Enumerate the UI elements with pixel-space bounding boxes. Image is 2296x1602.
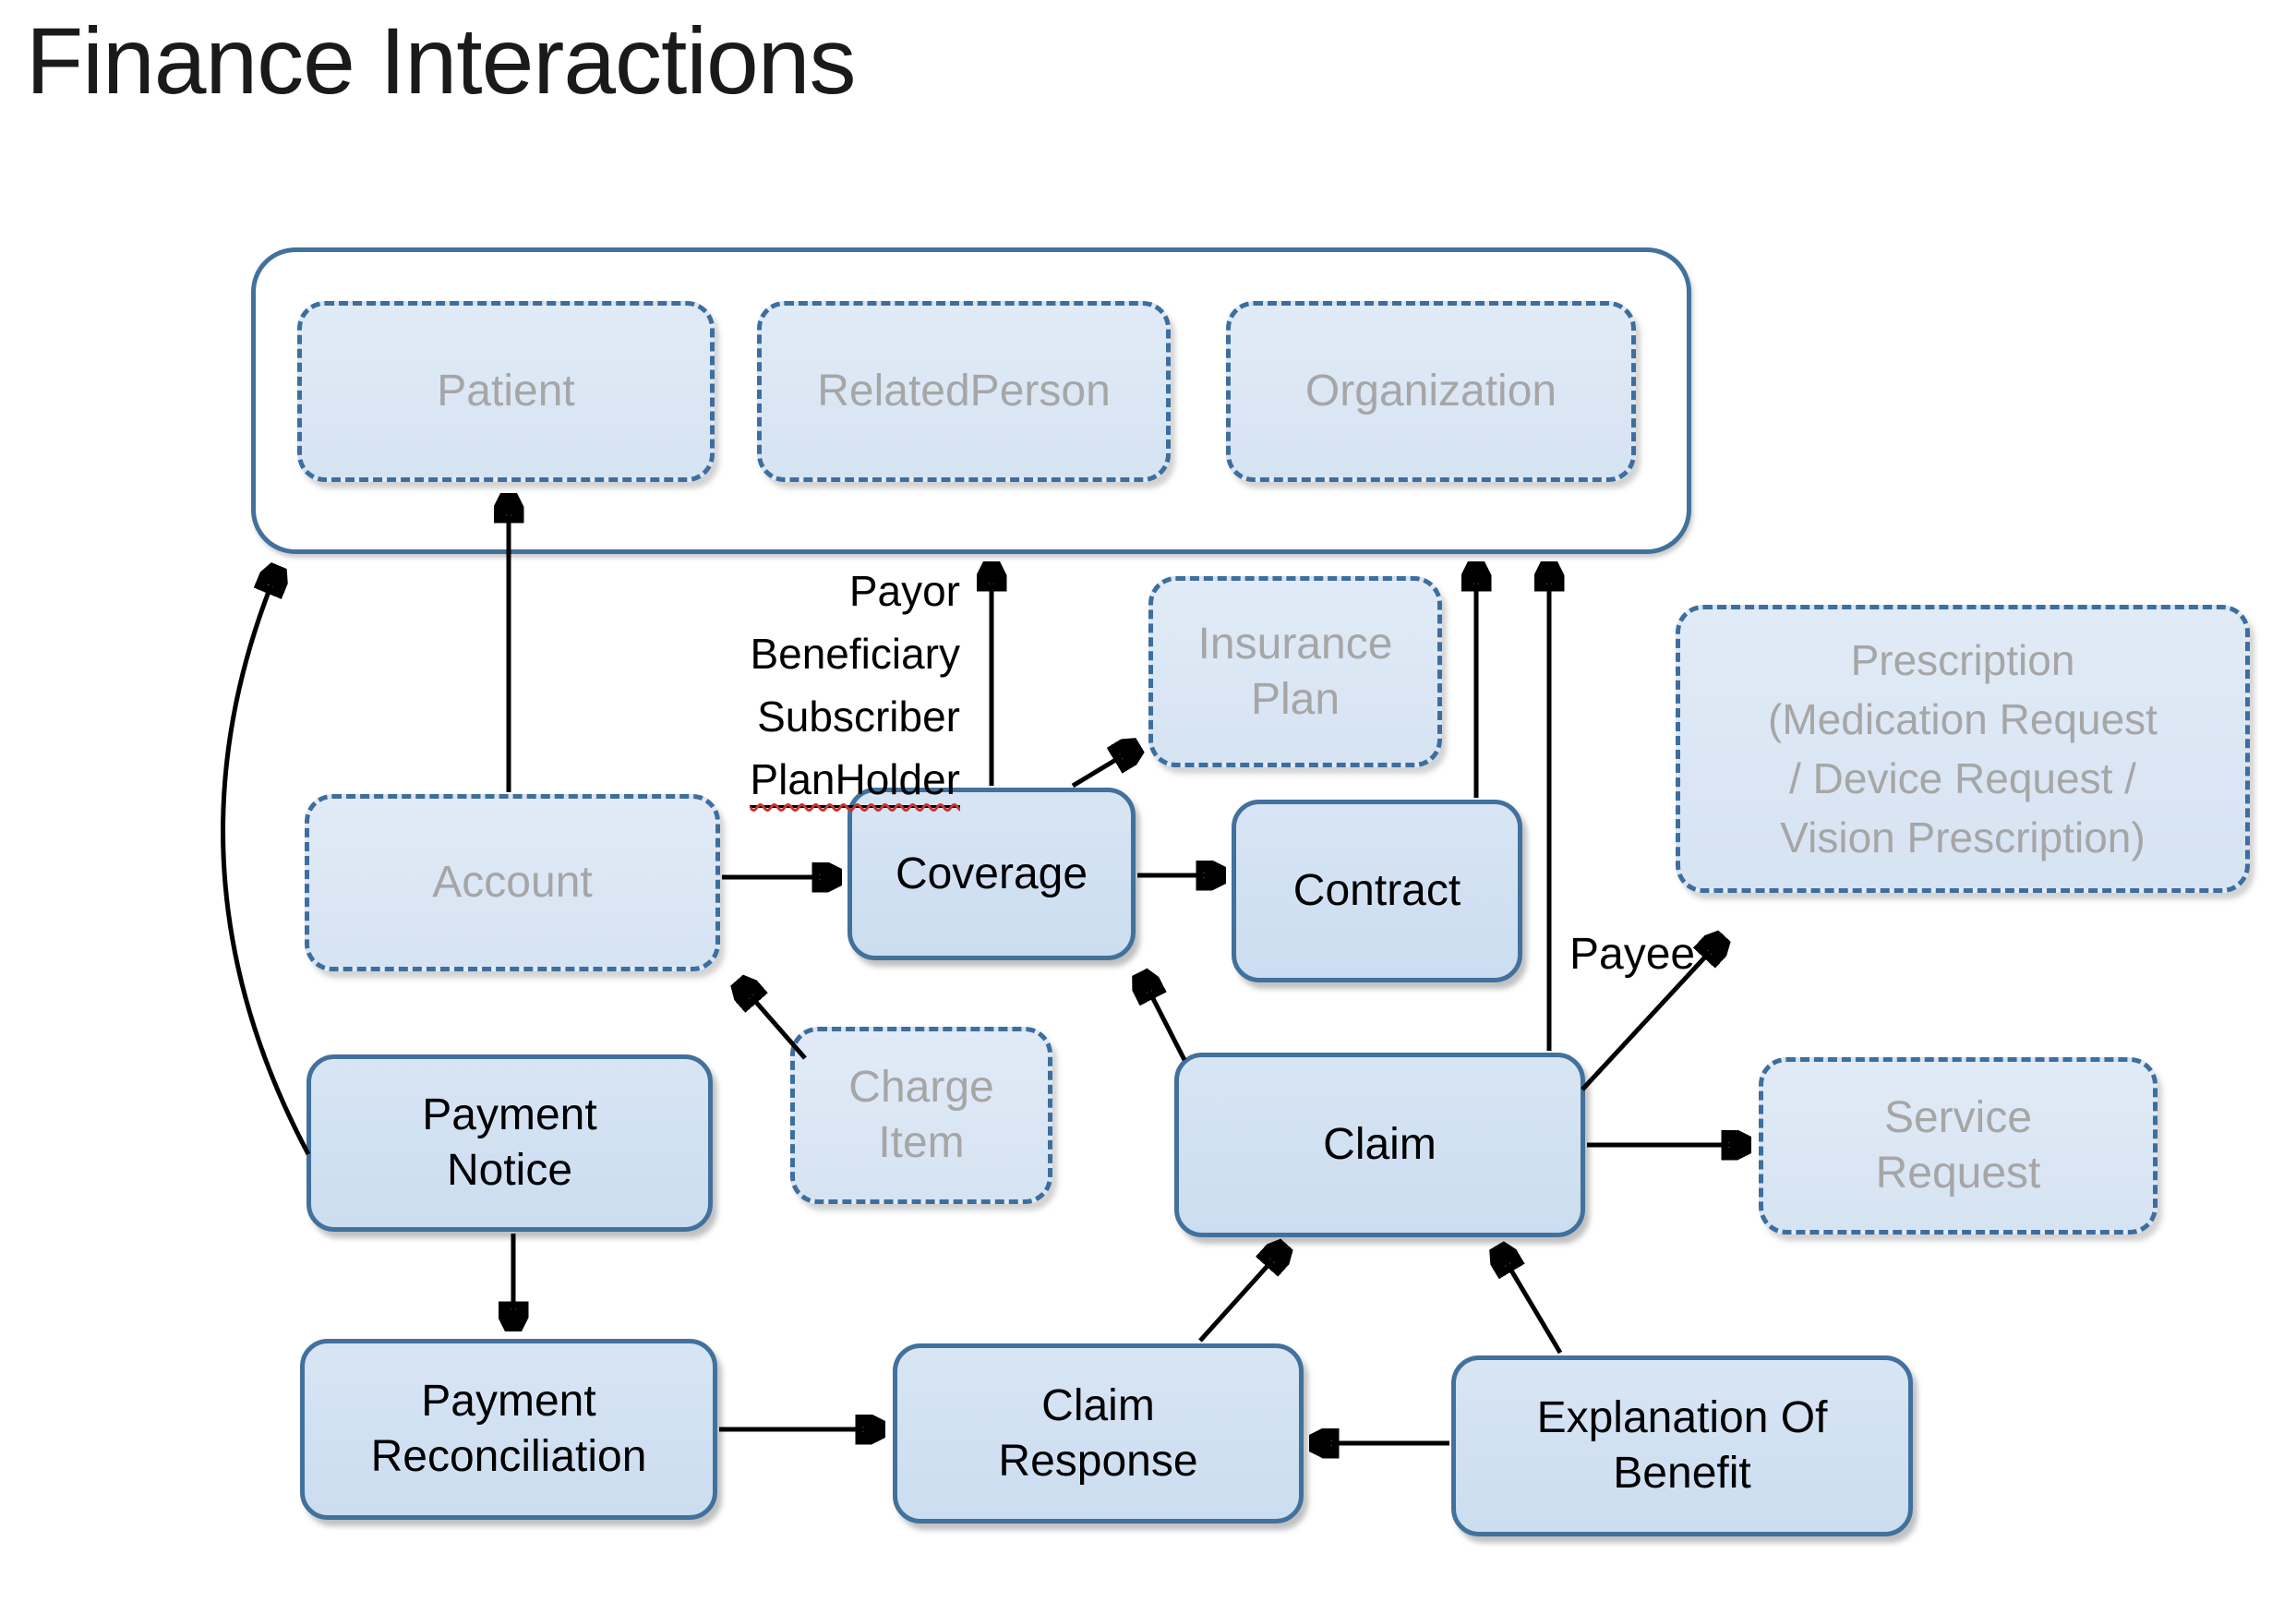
node-claim-response-label-1: Claim [1041,1380,1155,1430]
node-related-person: RelatedPerson [757,301,1171,482]
node-contract: Contract [1232,800,1522,982]
node-prescription-label-1: Prescription [1850,636,2075,684]
node-charge-item: Charge Item [790,1027,1052,1204]
node-charge-item-label-1: Charge [848,1063,994,1112]
node-contract-label: Contract [1292,866,1461,915]
page-title: Finance Interactions [26,8,856,114]
node-patient-label: Patient [437,367,575,416]
node-prescription: Prescription (Medication Request / Devic… [1676,605,2250,893]
node-organization-label: Organization [1304,367,1557,416]
node-prescription-label-4: Vision Prescription) [1780,813,2146,861]
arrow-coverage-to-insurance-plan [1071,748,1136,789]
node-payment-reconciliation-label-1: Payment [421,1377,596,1426]
node-account: Account [305,794,720,971]
edge-label-subscriber: Subscriber [757,693,960,741]
node-payment-reconciliation-label-2: Reconciliation [370,1432,647,1481]
arrow-claim-to-coverage [1142,977,1187,1062]
node-service-request-label-1: Service [1883,1093,2033,1142]
node-patient: Patient [297,301,715,482]
edge-label-planholder: PlanHolder [637,748,960,811]
node-claim: Claim [1174,1053,1585,1237]
node-account-label: Account [432,858,593,907]
arrow-explanation-of-benefit-to-claim [1499,1250,1563,1355]
edge-label-payor: Payor [848,567,960,615]
node-related-person-label: RelatedPerson [817,367,1111,416]
node-payment-notice: Payment Notice [307,1054,713,1232]
node-organization: Organization [1226,301,1636,482]
node-prescription-label-3: / Device Request / [1789,754,2136,802]
node-explanation-of-benefit-label-1: Explanation Of [1536,1393,1828,1442]
node-coverage: Coverage [847,788,1136,960]
node-explanation-of-benefit-label-2: Benefit [1613,1449,1751,1498]
node-charge-item-label-2: Item [878,1118,965,1167]
edge-label-beneficiary: Beneficiary [750,630,960,678]
node-insurance-plan: Insurance Plan [1148,576,1442,767]
arrow-payment-notice-to-parties-curved [221,571,311,1156]
node-claim-response: Claim Response [893,1343,1304,1524]
node-explanation-of-benefit: Explanation Of Benefit [1451,1355,1913,1536]
node-payment-notice-label-1: Payment [422,1090,597,1139]
node-insurance-plan-label-2: Plan [1250,674,1340,724]
node-prescription-label-2: (Medication Request [1768,695,2158,743]
coverage-reference-labels: Payor Beneficiary Subscriber PlanHolder [637,560,960,811]
node-insurance-plan-label-1: Insurance [1197,619,1393,669]
node-payment-notice-label-2: Notice [446,1146,573,1195]
node-service-request: Service Request [1759,1057,2158,1235]
edge-label-payee: Payee [1569,930,1696,979]
node-claim-response-label-2: Response [998,1436,1198,1486]
arrow-claim-response-to-claim [1198,1248,1283,1343]
node-service-request-label-2: Request [1875,1149,2041,1198]
node-payment-reconciliation: Payment Reconciliation [300,1339,717,1520]
node-claim-label: Claim [1323,1120,1437,1169]
node-coverage-label: Coverage [895,849,1088,898]
